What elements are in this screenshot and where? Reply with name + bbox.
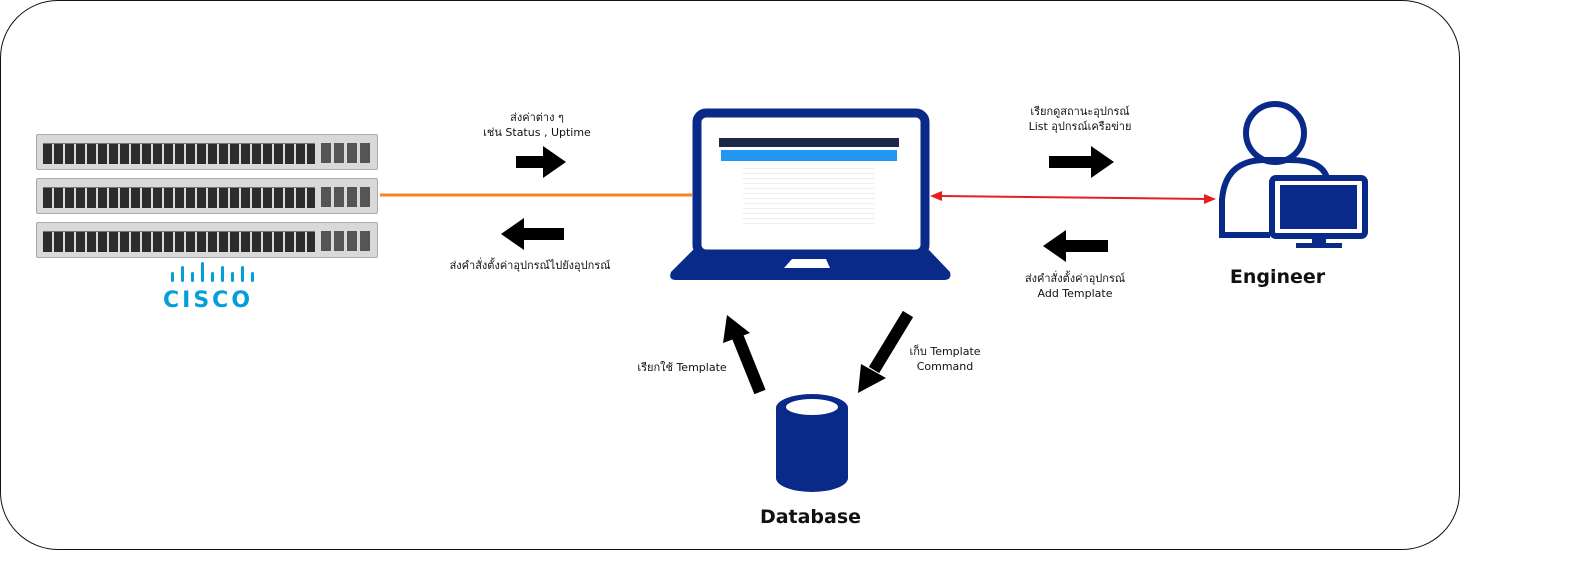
switch-1 [36, 134, 378, 170]
database-icon [776, 394, 848, 492]
engineer-label: Engineer [1229, 266, 1326, 288]
database-label: Database [759, 506, 862, 528]
arrow-left-icon [1043, 230, 1108, 262]
arrow-up-icon [731, 332, 766, 395]
switch-3 [36, 222, 378, 258]
diagram-frame [0, 0, 1460, 550]
switch-2 [36, 178, 378, 214]
store-template-label: เก็บ Template Command [909, 345, 981, 373]
send-values-label: ส่งค่าต่าง ๆ เช่น Status , Uptime [483, 111, 591, 139]
laptop-engineer-link [930, 191, 1216, 204]
arrow-right-icon [1049, 146, 1114, 178]
laptop-icon [670, 108, 951, 280]
arrow-right-icon [516, 146, 566, 178]
engineer-command-label: ส่งคำสั่งตั้งค่าอุปกรณ์ Add Template [1024, 272, 1126, 300]
call-template-label: เรียกใช้ Template [637, 361, 727, 374]
arrow-left-icon [501, 218, 564, 250]
laptop-screen [719, 138, 899, 224]
engineer-icon [1219, 101, 1368, 248]
screen-banner [721, 150, 897, 161]
cisco-logo-text: CISCO [163, 288, 254, 313]
screen-topbar [719, 138, 899, 147]
cisco-logo-bars [171, 262, 254, 282]
send-config-label: ส่งคำสั่งตั้งค่าอุปกรณ์ไปยังอุปกรณ์ [449, 259, 611, 272]
view-status-label: เรียกดูสถานะอุปกรณ์ List อุปกรณ์เครือข่า… [1028, 105, 1132, 133]
arrow-down-icon [868, 310, 914, 374]
